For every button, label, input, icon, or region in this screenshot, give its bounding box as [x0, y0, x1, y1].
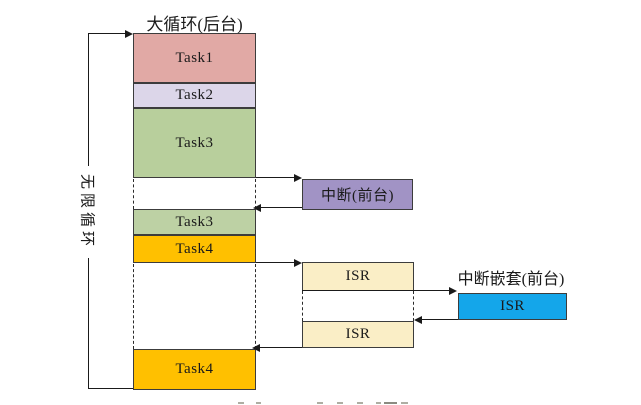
isr-block-first: ISR — [302, 262, 414, 291]
task3-resumed-label: Task3 — [175, 213, 214, 230]
isr-block-resumed: ISR — [302, 321, 414, 348]
arrow-nested-return-line — [421, 319, 458, 320]
task4-resumed-label: Task4 — [175, 361, 214, 377]
task2-label: Task2 — [175, 87, 214, 103]
isr-nested-block: ISR — [458, 293, 567, 320]
loop-line-top — [88, 33, 126, 34]
arrow-task3-to-interrupt-head-icon — [294, 174, 302, 182]
dashed-edge-left-isr-gap — [302, 291, 303, 321]
interrupt-foreground-label: 中断(前台) — [321, 188, 394, 204]
arrow-task4-to-isr-line — [256, 262, 295, 263]
task3-block-first: Task3 — [133, 108, 256, 178]
task3-block-resumed: Task3 — [133, 209, 256, 235]
isr-nested-label: ISR — [500, 298, 525, 314]
loop-arrowhead-icon — [125, 30, 133, 38]
task3-label: Task3 — [175, 134, 214, 151]
arrow-isr-to-nested-head-icon — [449, 287, 457, 295]
dashed-edge-right-isr-gap — [413, 291, 414, 321]
task1-label: Task1 — [175, 49, 214, 66]
dashed-edge-left-gap2 — [133, 264, 134, 349]
isr-resumed-label: ISR — [345, 326, 371, 342]
dashed-edge-right-gap1 — [255, 179, 256, 209]
arrow-isr-return-head-icon — [252, 344, 260, 352]
arrow-interrupt-return-line — [260, 207, 302, 208]
arrow-nested-return-head-icon — [414, 316, 422, 324]
background-loop-title: 大循环(后台) — [146, 15, 243, 34]
dashed-edge-right-gap2 — [255, 264, 256, 349]
task4-block-first: Task4 — [133, 235, 256, 263]
task4-label: Task4 — [175, 240, 214, 257]
arrow-task3-to-interrupt-line — [256, 177, 295, 178]
loop-line-bottom — [88, 388, 133, 389]
arrow-interrupt-return-head-icon — [253, 204, 261, 212]
arrow-isr-to-nested-line — [302, 290, 450, 291]
task4-block-resumed: Task4 — [133, 349, 256, 390]
task2-block: Task2 — [133, 83, 256, 108]
infinite-loop-label: 无限循环 — [76, 165, 100, 259]
isr-first-label: ISR — [345, 268, 371, 284]
arrow-isr-return-line — [259, 347, 302, 348]
task1-block: Task1 — [133, 33, 256, 83]
arrow-task4-to-isr-head-icon — [294, 259, 302, 267]
dashed-edge-left-gap1 — [133, 179, 134, 209]
nested-interrupt-title: 中断嵌套(前台) — [457, 271, 565, 288]
interrupt-foreground-block: 中断(前台) — [302, 179, 413, 210]
